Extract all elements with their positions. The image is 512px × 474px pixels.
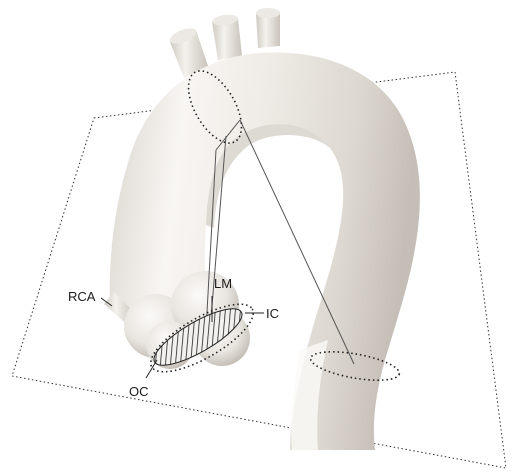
aortic-arch: [110, 53, 420, 450]
label-ic: IC: [266, 306, 279, 321]
label-oc: OC: [129, 384, 149, 399]
label-rca: RCA: [68, 289, 96, 304]
label-lm: LM: [214, 276, 232, 291]
